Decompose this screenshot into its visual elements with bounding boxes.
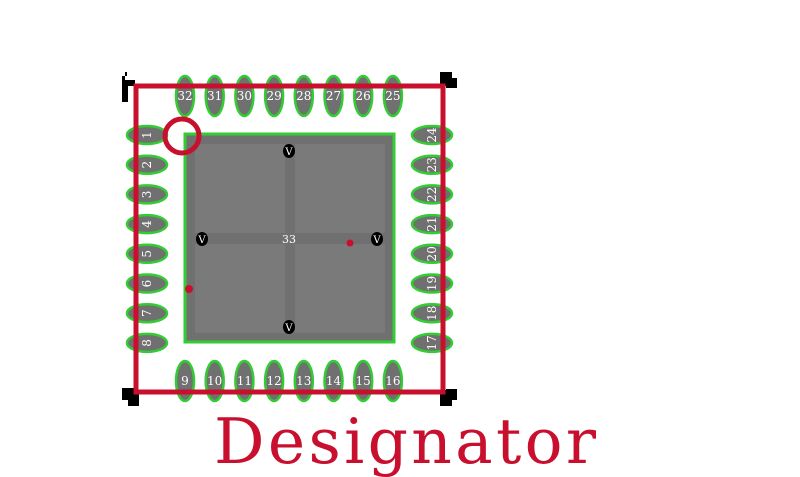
pad-label: 5 xyxy=(140,250,154,258)
via: V xyxy=(196,232,208,246)
pad-label: 9 xyxy=(181,374,189,388)
origin-dot xyxy=(185,285,193,293)
pad-17: 17 xyxy=(410,332,454,354)
silkscreen xyxy=(133,83,446,395)
pad-label: 11 xyxy=(237,374,252,388)
pad-label: 30 xyxy=(237,89,252,103)
designator-text: Designator xyxy=(214,405,597,477)
via-label: V xyxy=(372,235,381,246)
pad-label: 28 xyxy=(296,89,311,103)
pad-16: 16 xyxy=(382,359,404,403)
via: V xyxy=(283,144,295,158)
pad-label: 3 xyxy=(140,191,154,199)
pad-label: 26 xyxy=(356,89,371,103)
pad-1: 1 xyxy=(125,124,169,146)
via-label: V xyxy=(284,147,293,158)
pad-6: 6 xyxy=(125,273,169,294)
pad-18: 18 xyxy=(410,302,454,324)
pad-7: 7 xyxy=(125,302,169,324)
pad-24: 24 xyxy=(410,124,454,146)
pad-29: 29 xyxy=(263,74,285,118)
pad-label: 8 xyxy=(140,339,154,347)
pad-label: 15 xyxy=(356,374,371,388)
pad-11: 11 xyxy=(234,359,255,403)
pad-22: 22 xyxy=(410,184,454,205)
via: V xyxy=(283,320,295,334)
pad-label: 29 xyxy=(266,89,281,103)
pad-26: 26 xyxy=(352,74,374,118)
pad-19: 19 xyxy=(410,273,454,294)
pad-label: 25 xyxy=(385,89,400,103)
pad-5: 5 xyxy=(125,243,169,265)
via-label: V xyxy=(197,235,206,246)
pad-4: 4 xyxy=(125,213,169,235)
pad-30: 30 xyxy=(234,74,255,118)
pad-12: 12 xyxy=(263,359,285,403)
via-group: V V V V xyxy=(196,144,383,334)
pad-label: 14 xyxy=(326,374,342,388)
pad-label: 22 xyxy=(425,187,439,202)
pad-label: 2 xyxy=(140,161,154,169)
pad-label: 19 xyxy=(425,276,439,291)
pad-15: 15 xyxy=(352,359,374,403)
pad-10: 10 xyxy=(204,359,225,403)
pad-label: 1 xyxy=(140,131,154,139)
pad-21: 21 xyxy=(410,213,454,235)
pad-label: 21 xyxy=(425,216,439,231)
pad-label: 24 xyxy=(425,127,439,143)
pad-label: 16 xyxy=(385,374,400,388)
pad-label: 32 xyxy=(177,89,192,103)
pad-label: 7 xyxy=(140,309,154,317)
exposed-pad xyxy=(183,132,396,344)
pad-28: 28 xyxy=(293,74,315,118)
pad-label: 18 xyxy=(425,306,439,321)
pad-2: 2 xyxy=(125,154,169,175)
pad-label: 27 xyxy=(326,89,341,103)
pad-label: 6 xyxy=(140,280,154,288)
pad-label: 13 xyxy=(296,374,311,388)
pad-20: 20 xyxy=(410,243,454,265)
via: V xyxy=(371,232,383,246)
pad-label: 4 xyxy=(140,220,154,228)
pad-3: 3 xyxy=(125,184,169,205)
pad-14: 14 xyxy=(323,359,344,403)
pad-8: 8 xyxy=(125,332,169,354)
pad-label: 17 xyxy=(425,335,439,350)
pad-label: 10 xyxy=(207,374,222,388)
pad-23: 23 xyxy=(410,154,454,175)
center-pad-label: 33 xyxy=(282,233,296,246)
pad-label: 23 xyxy=(425,157,439,172)
pad-label: 12 xyxy=(266,374,281,388)
pad-13: 13 xyxy=(293,359,315,403)
pad-label: 20 xyxy=(425,246,439,261)
pad-32: 32 xyxy=(174,74,196,118)
designator-dot xyxy=(346,239,354,247)
pad-27: 27 xyxy=(323,74,344,118)
via-label: V xyxy=(284,323,293,334)
pad-31: 31 xyxy=(204,74,225,118)
pad-label: 31 xyxy=(207,89,222,103)
pad-9: 9 xyxy=(174,359,196,403)
pad-25: 25 xyxy=(382,74,404,118)
